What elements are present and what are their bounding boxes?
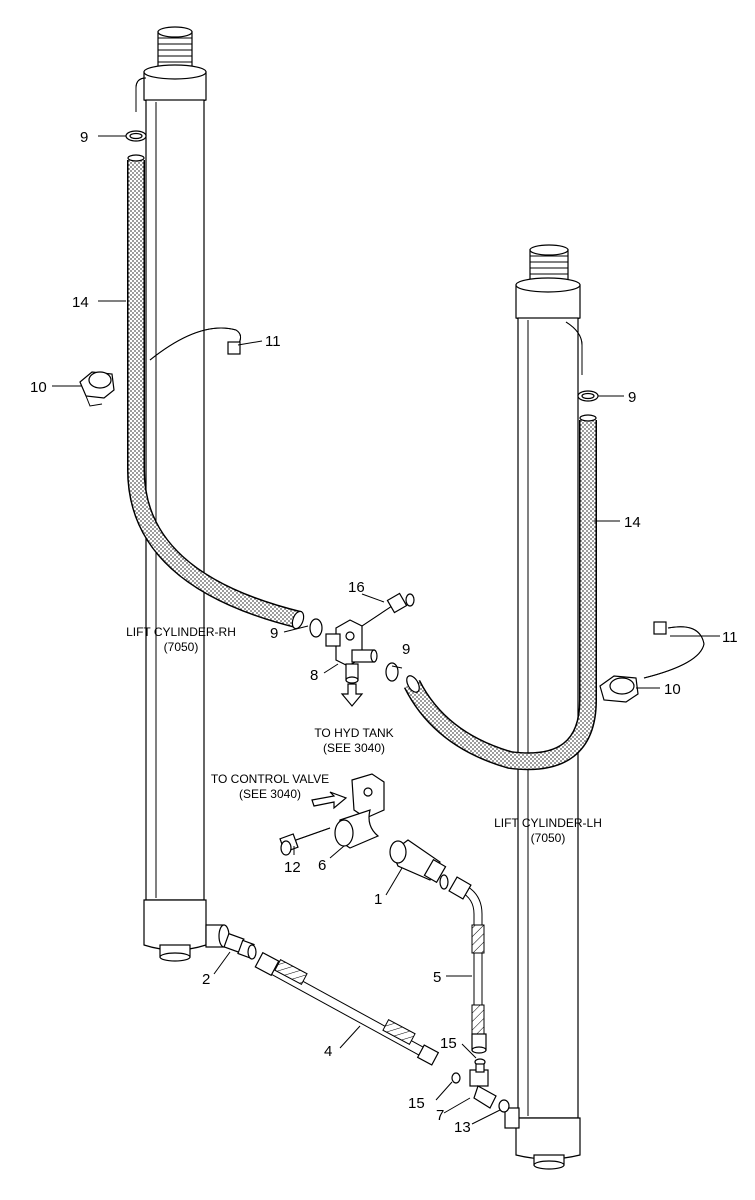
control-valve-label-line1: TO CONTROL VALVE [211, 772, 329, 786]
callout-11-lh: 11 [722, 629, 738, 646]
arrow-to-control-valve [311, 791, 348, 810]
bolt-16 [361, 592, 415, 627]
clamp-9-lh [577, 390, 599, 402]
tee-7 [469, 1063, 497, 1109]
callout-10-rh: 10 [30, 379, 47, 396]
callout-4: 4 [324, 1043, 332, 1060]
rh-cylinder-label-line2: (7050) [164, 640, 199, 654]
callout-15-top: 15 [440, 1035, 457, 1052]
hose-4 [254, 951, 440, 1066]
bolt-12 [279, 827, 331, 856]
callout-9-top: 9 [80, 129, 88, 146]
leader-lines [52, 135, 720, 1125]
callout-12: 12 [284, 859, 301, 876]
plug-13 [498, 1099, 510, 1113]
callout-8: 8 [310, 667, 318, 684]
callout-5: 5 [433, 969, 441, 986]
callout-16: 16 [348, 579, 365, 596]
clamp-9-top [125, 130, 147, 142]
lh-cylinder-label-line2: (7050) [531, 831, 566, 845]
tee-fitting-8 [325, 619, 378, 684]
adapter-2 [223, 932, 257, 960]
bracket-6 [334, 773, 385, 849]
arrow-to-hyd-tank [340, 683, 364, 707]
rh-return-tube [135, 77, 147, 112]
cable-tie-11-rh [149, 327, 242, 361]
hose-14-rh [127, 154, 305, 630]
callout-9-lh: 9 [628, 389, 636, 406]
rh-cylinder-label-line1: LIFT CYLINDER-RH [126, 625, 236, 639]
lift-cylinder-lh [504, 244, 581, 1170]
callout-14-lh: 14 [624, 514, 641, 531]
clip-10-rh [79, 371, 115, 407]
lh-return-tube [565, 321, 583, 375]
hose-5 [448, 876, 487, 1054]
text-labels: LIFT CYLINDER-RH (7050) TO HYD TANK (SEE… [126, 625, 602, 845]
o-ring-15-bottom [451, 1072, 461, 1084]
callout-1: 1 [374, 891, 382, 908]
lift-cylinder-rh [143, 26, 230, 962]
callout-labels: 9 14 11 10 16 9 8 9 9 14 11 10 12 6 1 2 … [30, 129, 738, 1136]
valve-1 [389, 839, 449, 890]
hyd-tank-label-line1: TO HYD TANK [314, 726, 393, 740]
hose-14-lh [403, 414, 597, 771]
callout-13: 13 [454, 1119, 471, 1136]
callout-7: 7 [436, 1107, 444, 1124]
callout-15-bottom: 15 [408, 1095, 425, 1112]
clip-10-lh [599, 675, 639, 703]
lh-cylinder-label-line1: LIFT CYLINDER-LH [494, 816, 602, 830]
callout-14-rh: 14 [72, 294, 89, 311]
callout-11-rh: 11 [265, 333, 281, 350]
callout-9-mid-right: 9 [402, 641, 410, 658]
clamp-9-mid-left [309, 618, 323, 638]
hyd-tank-label-line2: (SEE 3040) [323, 741, 385, 755]
callout-10-lh: 10 [664, 681, 681, 698]
callout-9-mid-left: 9 [270, 625, 278, 642]
cable-tie-11-lh [643, 621, 705, 679]
control-valve-label-line2: (SEE 3040) [239, 787, 301, 801]
clamp-9-mid-right [385, 662, 399, 682]
callout-2: 2 [202, 971, 210, 988]
callout-6: 6 [318, 857, 326, 874]
